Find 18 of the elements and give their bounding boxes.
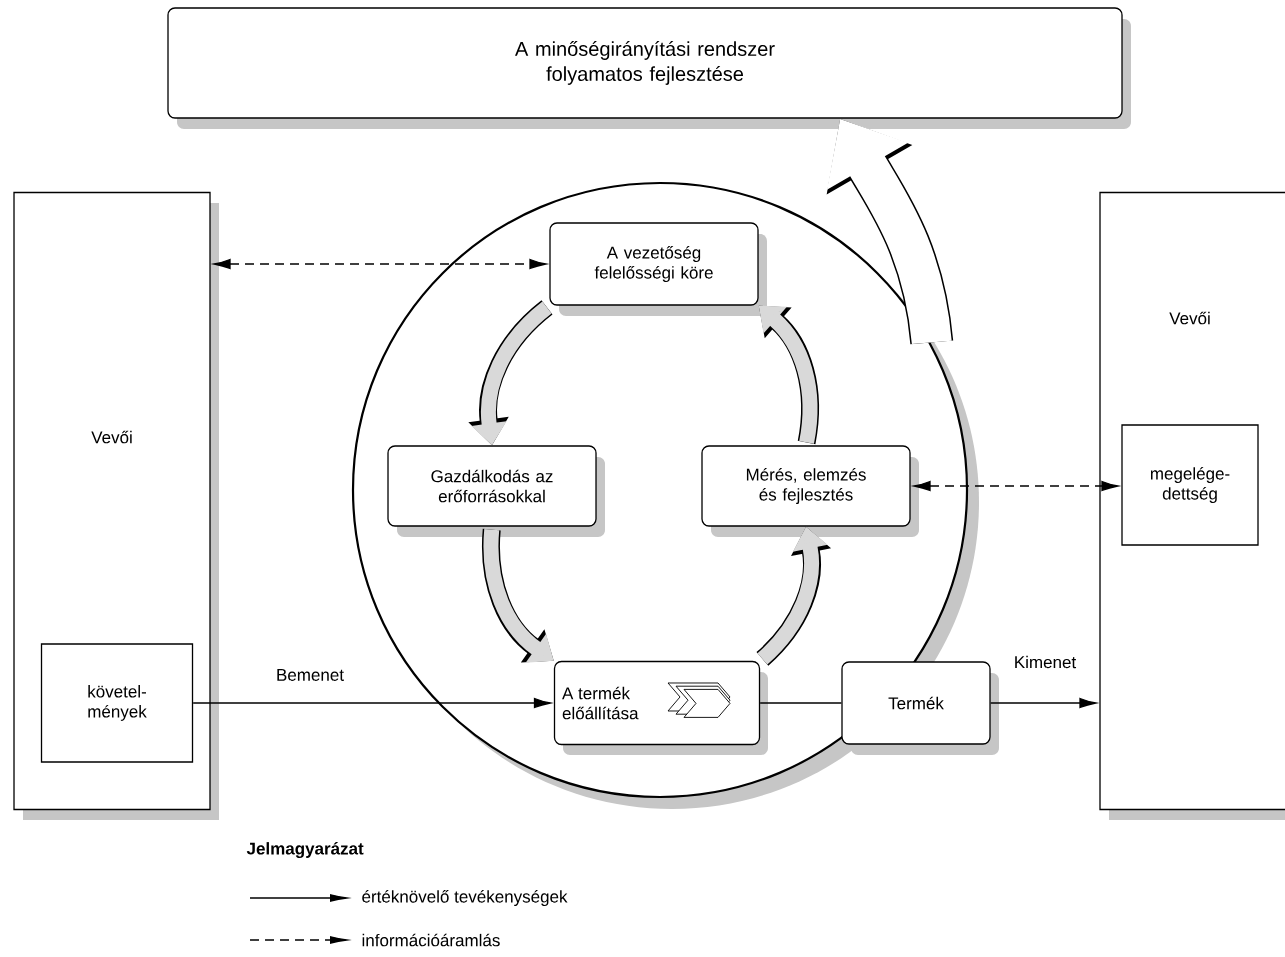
process-box: A vezetőség felelősségi köre <box>549 222 767 316</box>
heading-box: A minőségirányítási rendszer folyamatos fejlesztése <box>167 7 1131 129</box>
satisfaction-box: megelége- dettség <box>1121 424 1259 546</box>
arrow <box>192 697 551 709</box>
dashed-arrow <box>213 258 547 270</box>
edge-label: Kimenet <box>1011 653 1079 671</box>
connector-line <box>759 702 842 704</box>
edge-label: Bemenet <box>274 667 347 683</box>
product-box: Termék <box>841 661 999 755</box>
process-box: A termék előállítása <box>553 660 768 755</box>
requirements-box: követel- mények <box>40 643 194 763</box>
process-box: Mérés, elemzés és fejlesztés <box>701 445 919 537</box>
arrow <box>990 697 1097 709</box>
dashed-arrow <box>913 480 1119 492</box>
legend-text: információáramlás <box>362 933 500 947</box>
legend-heading: Jelmagyarázat <box>246 841 364 859</box>
legend-text: értéknövelő tevékenységek <box>362 890 568 906</box>
process-box: Gazdálkodás az erőforrásokkal <box>387 445 605 537</box>
